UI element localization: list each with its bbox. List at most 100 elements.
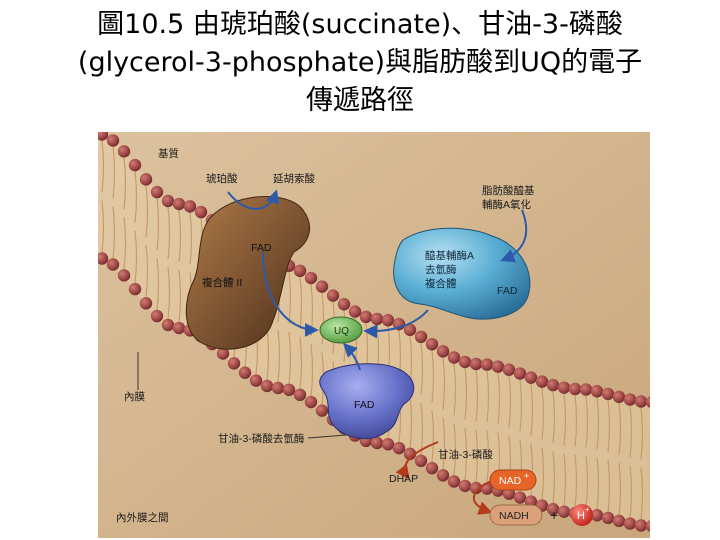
- arrow-g3p-to-dhap: [395, 441, 439, 480]
- lipid-head: [535, 375, 549, 388]
- acyl-coa-dehydrogenase-complex: [393, 227, 531, 320]
- lipid-head: [249, 374, 263, 387]
- lipid-head: [216, 347, 230, 360]
- h-ion-plus-sup: +: [585, 505, 590, 514]
- lipid-head: [227, 357, 241, 370]
- lipid-head: [304, 271, 318, 285]
- arrow-succinate-to-fumarate: [227, 189, 280, 210]
- lipid-head: [392, 441, 406, 455]
- lipid-head: [623, 517, 637, 530]
- lipid-head: [524, 371, 538, 384]
- lipid-head: [458, 355, 472, 369]
- lipid-head: [370, 312, 384, 326]
- lipid-head: [513, 367, 527, 380]
- g3pdh-fad-label: FAD: [354, 399, 375, 411]
- etf-label-2: 去氫酶: [425, 263, 457, 276]
- lipid-head: [326, 289, 340, 302]
- fatty-acyl-label-2: 輔酶A氧化: [482, 198, 532, 211]
- lipid-head: [282, 383, 296, 397]
- lipid-head: [546, 502, 560, 516]
- plus-sign: +: [550, 507, 558, 523]
- lipid-head: [106, 258, 120, 271]
- nadh-box: [489, 504, 543, 526]
- lipid-head: [150, 309, 164, 323]
- lipid-head: [491, 360, 505, 373]
- lipid-head: [557, 505, 571, 518]
- nad-box: [489, 469, 537, 491]
- arrow-nad-to-nadh: [472, 479, 494, 515]
- fatty-acyl-label-1: 脂肪酸醯基: [482, 184, 535, 197]
- lipid-head: [106, 134, 120, 147]
- lipid-head: [425, 461, 439, 475]
- lipid-head: [557, 381, 571, 394]
- lipid-head: [194, 205, 208, 219]
- lipid-head: [238, 366, 252, 379]
- lipid-head: [546, 378, 560, 392]
- lipid-head: [337, 298, 351, 311]
- lipid-head: [513, 491, 527, 504]
- lipid-head: [579, 383, 593, 396]
- lipid-head: [117, 145, 131, 158]
- lipid-head: [271, 381, 285, 395]
- lipid-head: [161, 194, 175, 208]
- lipid-head: [128, 282, 142, 296]
- lipid-head: [98, 132, 109, 141]
- lipid-head: [304, 395, 318, 409]
- lipid-head: [469, 481, 483, 495]
- inner-membrane-label: 內膜: [124, 391, 145, 403]
- lipid-head: [293, 264, 307, 278]
- figure-title: 圖10.5 由琥珀酸(succinate)、甘油-3-磷酸 (glycerol-…: [0, 6, 720, 120]
- lipid-head: [370, 436, 384, 450]
- lipid-head: [447, 351, 461, 364]
- lipid-head: [359, 310, 373, 324]
- lipid-head: [645, 520, 650, 532]
- lipid-head: [447, 475, 461, 488]
- lipid-head: [414, 454, 428, 468]
- arrow-complex-ii-to-uq: [262, 251, 319, 337]
- etf-label-3: 複合體: [425, 277, 457, 290]
- lipid-head: [315, 280, 329, 293]
- lipid-head: [601, 387, 615, 401]
- uq-label: UQ: [334, 326, 349, 337]
- lipid-head: [293, 388, 307, 402]
- title-line-1: 圖10.5 由琥珀酸(succinate)、甘油-3-磷酸: [97, 9, 623, 40]
- lipid-head: [381, 314, 395, 327]
- lipid-head: [128, 158, 142, 172]
- uq-molecule: [319, 316, 363, 344]
- title-line-2: (glycerol-3-phosphate)與脂肪酸到UQ的電子: [77, 47, 643, 78]
- lipid-head: [590, 509, 604, 522]
- lipid-head: [139, 173, 153, 186]
- lipid-head: [315, 404, 329, 417]
- lipid-head: [612, 390, 626, 404]
- title-line-3: 傳遞路徑: [306, 85, 414, 116]
- complex-ii-protein: [185, 196, 311, 350]
- etf-label-1: 醯基輔酶A: [425, 249, 474, 262]
- h-ion-circle: [571, 504, 593, 526]
- lipid-head: [150, 185, 164, 199]
- lipid-head: [601, 511, 615, 525]
- dhap-label: DHAP: [389, 473, 418, 485]
- complex-ii-label: 複合體 II: [202, 276, 242, 289]
- lipid-head: [425, 337, 439, 351]
- lipid-head: [502, 487, 516, 500]
- lipid-head: [98, 252, 109, 265]
- lipid-head: [161, 318, 175, 332]
- glycerol-3-phosphate-dehydrogenase: [319, 363, 415, 440]
- lipid-head: [634, 395, 648, 408]
- lipid-head: [172, 321, 186, 335]
- glycerol-3-phosphate-label: 甘油-3-磷酸: [438, 448, 493, 461]
- succinate-label: 琥珀酸: [206, 172, 238, 185]
- matrix-label: 基質: [158, 147, 179, 160]
- g3pdh-leader-line: [307, 434, 347, 439]
- lipid-head: [172, 197, 186, 211]
- lipid-head: [458, 479, 472, 493]
- lipid-head: [436, 469, 450, 482]
- lipid-head: [139, 297, 153, 310]
- lipid-head: [183, 200, 197, 213]
- nad-plus-sup: +: [524, 471, 529, 481]
- lipid-head: [117, 269, 131, 282]
- lipid-head: [381, 438, 395, 451]
- lipid-head: [403, 447, 417, 461]
- nadh-label: NADH: [499, 510, 529, 522]
- lipid-head: [568, 382, 582, 396]
